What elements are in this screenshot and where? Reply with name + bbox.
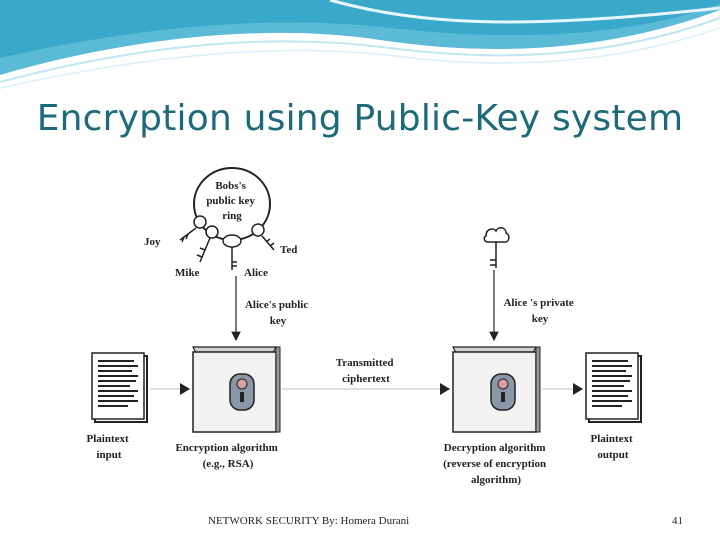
decryption-label: Decryption algorithm (reverse of encrypt…	[443, 442, 549, 486]
key-icon-private	[483, 227, 510, 268]
document-icon-input	[91, 352, 148, 423]
key-icon-alice	[222, 234, 242, 270]
key-ring-label: Bobs's public key ring	[206, 180, 257, 222]
plaintext-output-label: Plaintext output	[591, 433, 636, 461]
lock-box-icon-encryption	[192, 346, 281, 433]
plaintext-input-label: Plaintext input	[87, 433, 132, 461]
public-key-label: Alice's public key	[245, 299, 311, 327]
key-icon-ted	[251, 223, 275, 251]
header-wave	[0, 0, 720, 89]
arrow-icon	[180, 383, 190, 395]
key-label-alice: Alice	[244, 267, 268, 279]
key-label-joy: Joy	[144, 236, 161, 248]
slide-footer: NETWORK SECURITY By: Homera Durani	[208, 515, 410, 527]
page-number: 41	[672, 515, 683, 527]
document-icon-output	[585, 352, 642, 423]
key-icon-mike	[196, 225, 219, 263]
encryption-label: Encryption algorithm (e.g., RSA)	[175, 442, 280, 470]
key-label-mike: Mike	[175, 267, 200, 279]
lock-box-icon-decryption	[452, 346, 541, 433]
slide-title: Encryption using Public-Key system	[36, 98, 684, 139]
private-key-label: Alice 's private key	[503, 297, 576, 325]
key-icon-joy	[179, 215, 207, 243]
transmitted-label: Transmitted ciphertext	[336, 357, 397, 385]
key-label-ted: Ted	[280, 244, 297, 256]
